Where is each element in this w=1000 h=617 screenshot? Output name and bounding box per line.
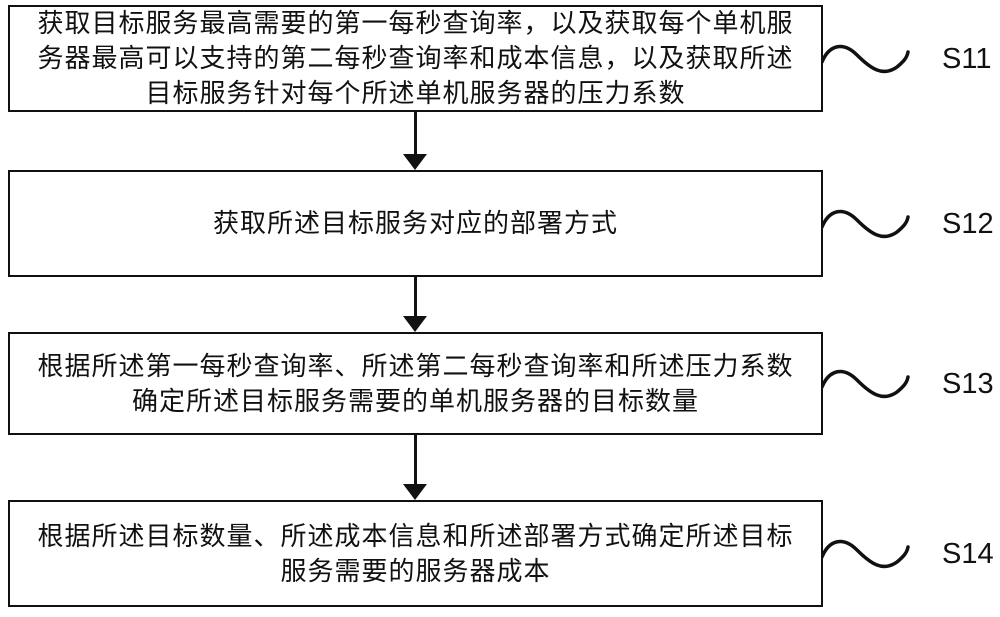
down-arrow-line (414, 112, 417, 154)
step-label-s14: S14 (942, 538, 994, 570)
flow-step-box-s14: 根据所述目标数量、所述成本信息和所述部署方式确定所述目标 服务需要的服务器成本 (8, 500, 823, 607)
connector-squiggle (821, 44, 910, 74)
flow-step-box-s11: 获取目标服务最高需要的第一每秒查询率，以及获取每个单机服 务器最高可以支持的第二… (8, 5, 823, 112)
flow-step-box-s12: 获取所述目标服务对应的部署方式 (8, 170, 823, 277)
step-text-line: 根据所述目标数量、所述成本信息和所述部署方式确定所述目标 (37, 521, 794, 551)
step-label-s13: S13 (942, 368, 994, 400)
step-text-line: 根据所述第一每秒查询率、所述第二每秒查询率和所述压力系数 (37, 351, 794, 381)
step-text-line: 获取目标服务最高需要的第一每秒查询率，以及获取每个单机服 (37, 9, 794, 38)
down-arrow-head-icon (403, 484, 427, 500)
step-text-line: 确定所述目标服务需要的单机服务器的目标数量 (131, 386, 699, 416)
step-text-line: 获取所述目标服务对应的部署方式 (212, 209, 618, 238)
down-arrow-line (414, 277, 417, 316)
step-label-s11: S11 (942, 43, 992, 75)
step-text-line: 务器最高可以支持的第二每秒查询率和成本信息，以及获取所述 (37, 44, 794, 73)
step-text-line: 服务需要的服务器成本 (280, 556, 551, 586)
flow-step-box-s13: 根据所述第一每秒查询率、所述第二每秒查询率和所述压力系数 确定所述目标服务需要的… (8, 332, 823, 435)
down-arrow-head-icon (403, 316, 427, 332)
connector-squiggle (821, 209, 910, 239)
down-arrow-head-icon (403, 154, 427, 170)
connector-squiggle (821, 539, 910, 569)
step-text-line: 目标服务针对每个所述单机服务器的压力系数 (145, 79, 686, 108)
connector-squiggle (821, 369, 910, 399)
step-label-s12: S12 (942, 208, 994, 240)
down-arrow-line (414, 435, 417, 484)
